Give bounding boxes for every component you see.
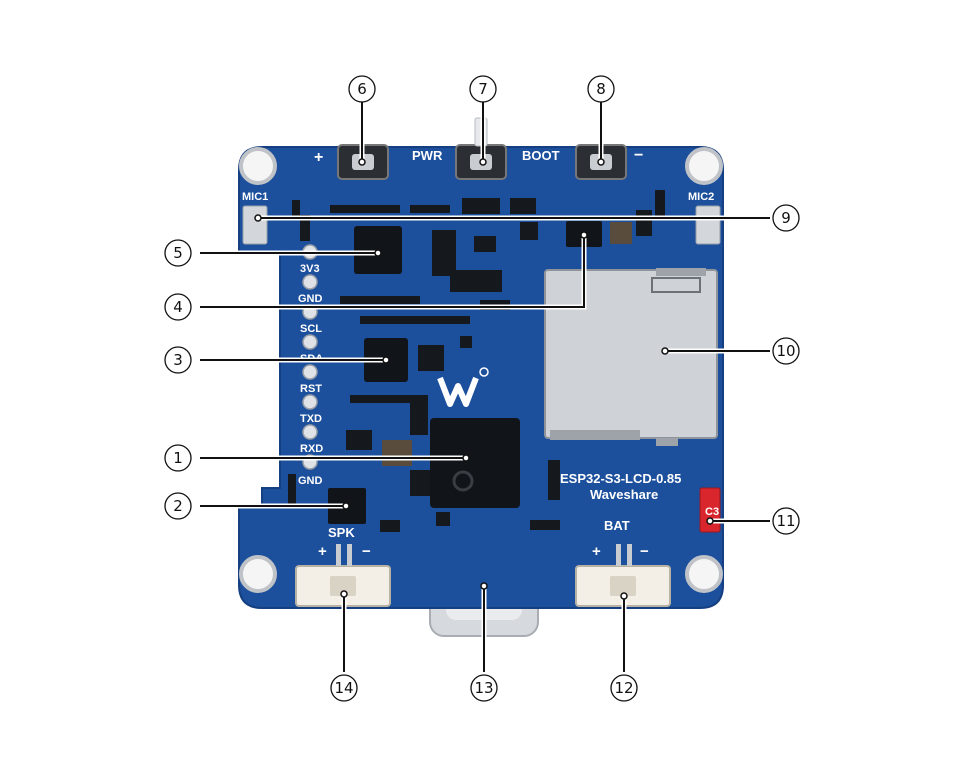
brand-label: Waveshare: [590, 487, 658, 502]
callout-14: 14: [330, 674, 358, 702]
mounting-hole: [239, 555, 277, 593]
callout-6-number: 6: [357, 80, 367, 98]
microphone-2: [695, 205, 721, 245]
volume-plus-label: +: [314, 149, 323, 166]
callout-1: 1: [164, 444, 192, 472]
mic1-label: MIC1: [242, 191, 268, 203]
callout-1-number: 1: [173, 449, 183, 467]
model-label: ESP32-S3-LCD-0.85: [560, 471, 681, 486]
pin-label-gnd-2: GND: [298, 475, 323, 487]
callout-4: 4: [164, 293, 192, 321]
pin-label-rxd: RXD: [300, 443, 323, 455]
callout-6: 6: [348, 75, 376, 103]
volume-minus-label: −: [634, 147, 643, 164]
callout-10-number: 10: [776, 342, 795, 360]
boot-label: BOOT: [522, 148, 560, 163]
mounting-hole: [685, 555, 723, 593]
callout-endpoints: [254, 158, 714, 600]
pin-label-txd: TXD: [300, 413, 322, 425]
bat-plus-label: +: [592, 543, 601, 560]
bat-minus-label: −: [640, 543, 649, 560]
tf-card-slot: [544, 268, 718, 446]
waveshare-logo: [437, 367, 489, 407]
spk-minus-label: −: [362, 543, 371, 560]
callout-9: 9: [772, 204, 800, 232]
battery-connector: [575, 544, 671, 607]
smd-components: [288, 190, 665, 532]
callout-3: 3: [164, 346, 192, 374]
callout-12-number: 12: [614, 679, 633, 697]
callout-5-number: 5: [173, 244, 183, 262]
bat-label: BAT: [604, 518, 630, 533]
callout-13: 13: [470, 674, 498, 702]
callout-13-number: 13: [474, 679, 493, 697]
pin-label-gnd: GND: [298, 293, 323, 305]
c3-label: C3: [705, 506, 719, 518]
callout-8: 8: [587, 75, 615, 103]
callout-5: 5: [164, 239, 192, 267]
callout-9-number: 9: [781, 209, 791, 227]
callout-8-number: 8: [596, 80, 606, 98]
pwr-label: PWR: [412, 148, 443, 163]
callout-10: 10: [772, 337, 800, 365]
inductor: [382, 440, 412, 466]
mic2-label: MIC2: [688, 191, 714, 203]
pin-label-3v3: 3V3: [300, 263, 320, 275]
callout-4-number: 4: [173, 298, 183, 316]
microphone-1: [242, 205, 268, 245]
callout-7: 7: [469, 75, 497, 103]
callout-2: 2: [164, 492, 192, 520]
spk-plus-label: +: [318, 543, 327, 560]
pin-label-rst: RST: [300, 383, 322, 395]
callout-12: 12: [610, 674, 638, 702]
callout-leaders-ink: [200, 102, 770, 672]
mounting-hole: [685, 147, 723, 185]
mounting-hole: [239, 147, 277, 185]
callout-2-number: 2: [173, 497, 183, 515]
callout-7-number: 7: [478, 80, 488, 98]
esp32-s3-chip: [430, 418, 520, 508]
spk-label: SPK: [328, 525, 355, 540]
inductor: [610, 222, 632, 244]
callout-11-number: 11: [776, 512, 795, 530]
callout-3-number: 3: [173, 351, 183, 369]
callout-11: 11: [772, 507, 800, 535]
pin-label-scl: SCL: [300, 323, 322, 335]
speaker-connector: [295, 544, 391, 607]
callout-14-number: 14: [334, 679, 353, 697]
